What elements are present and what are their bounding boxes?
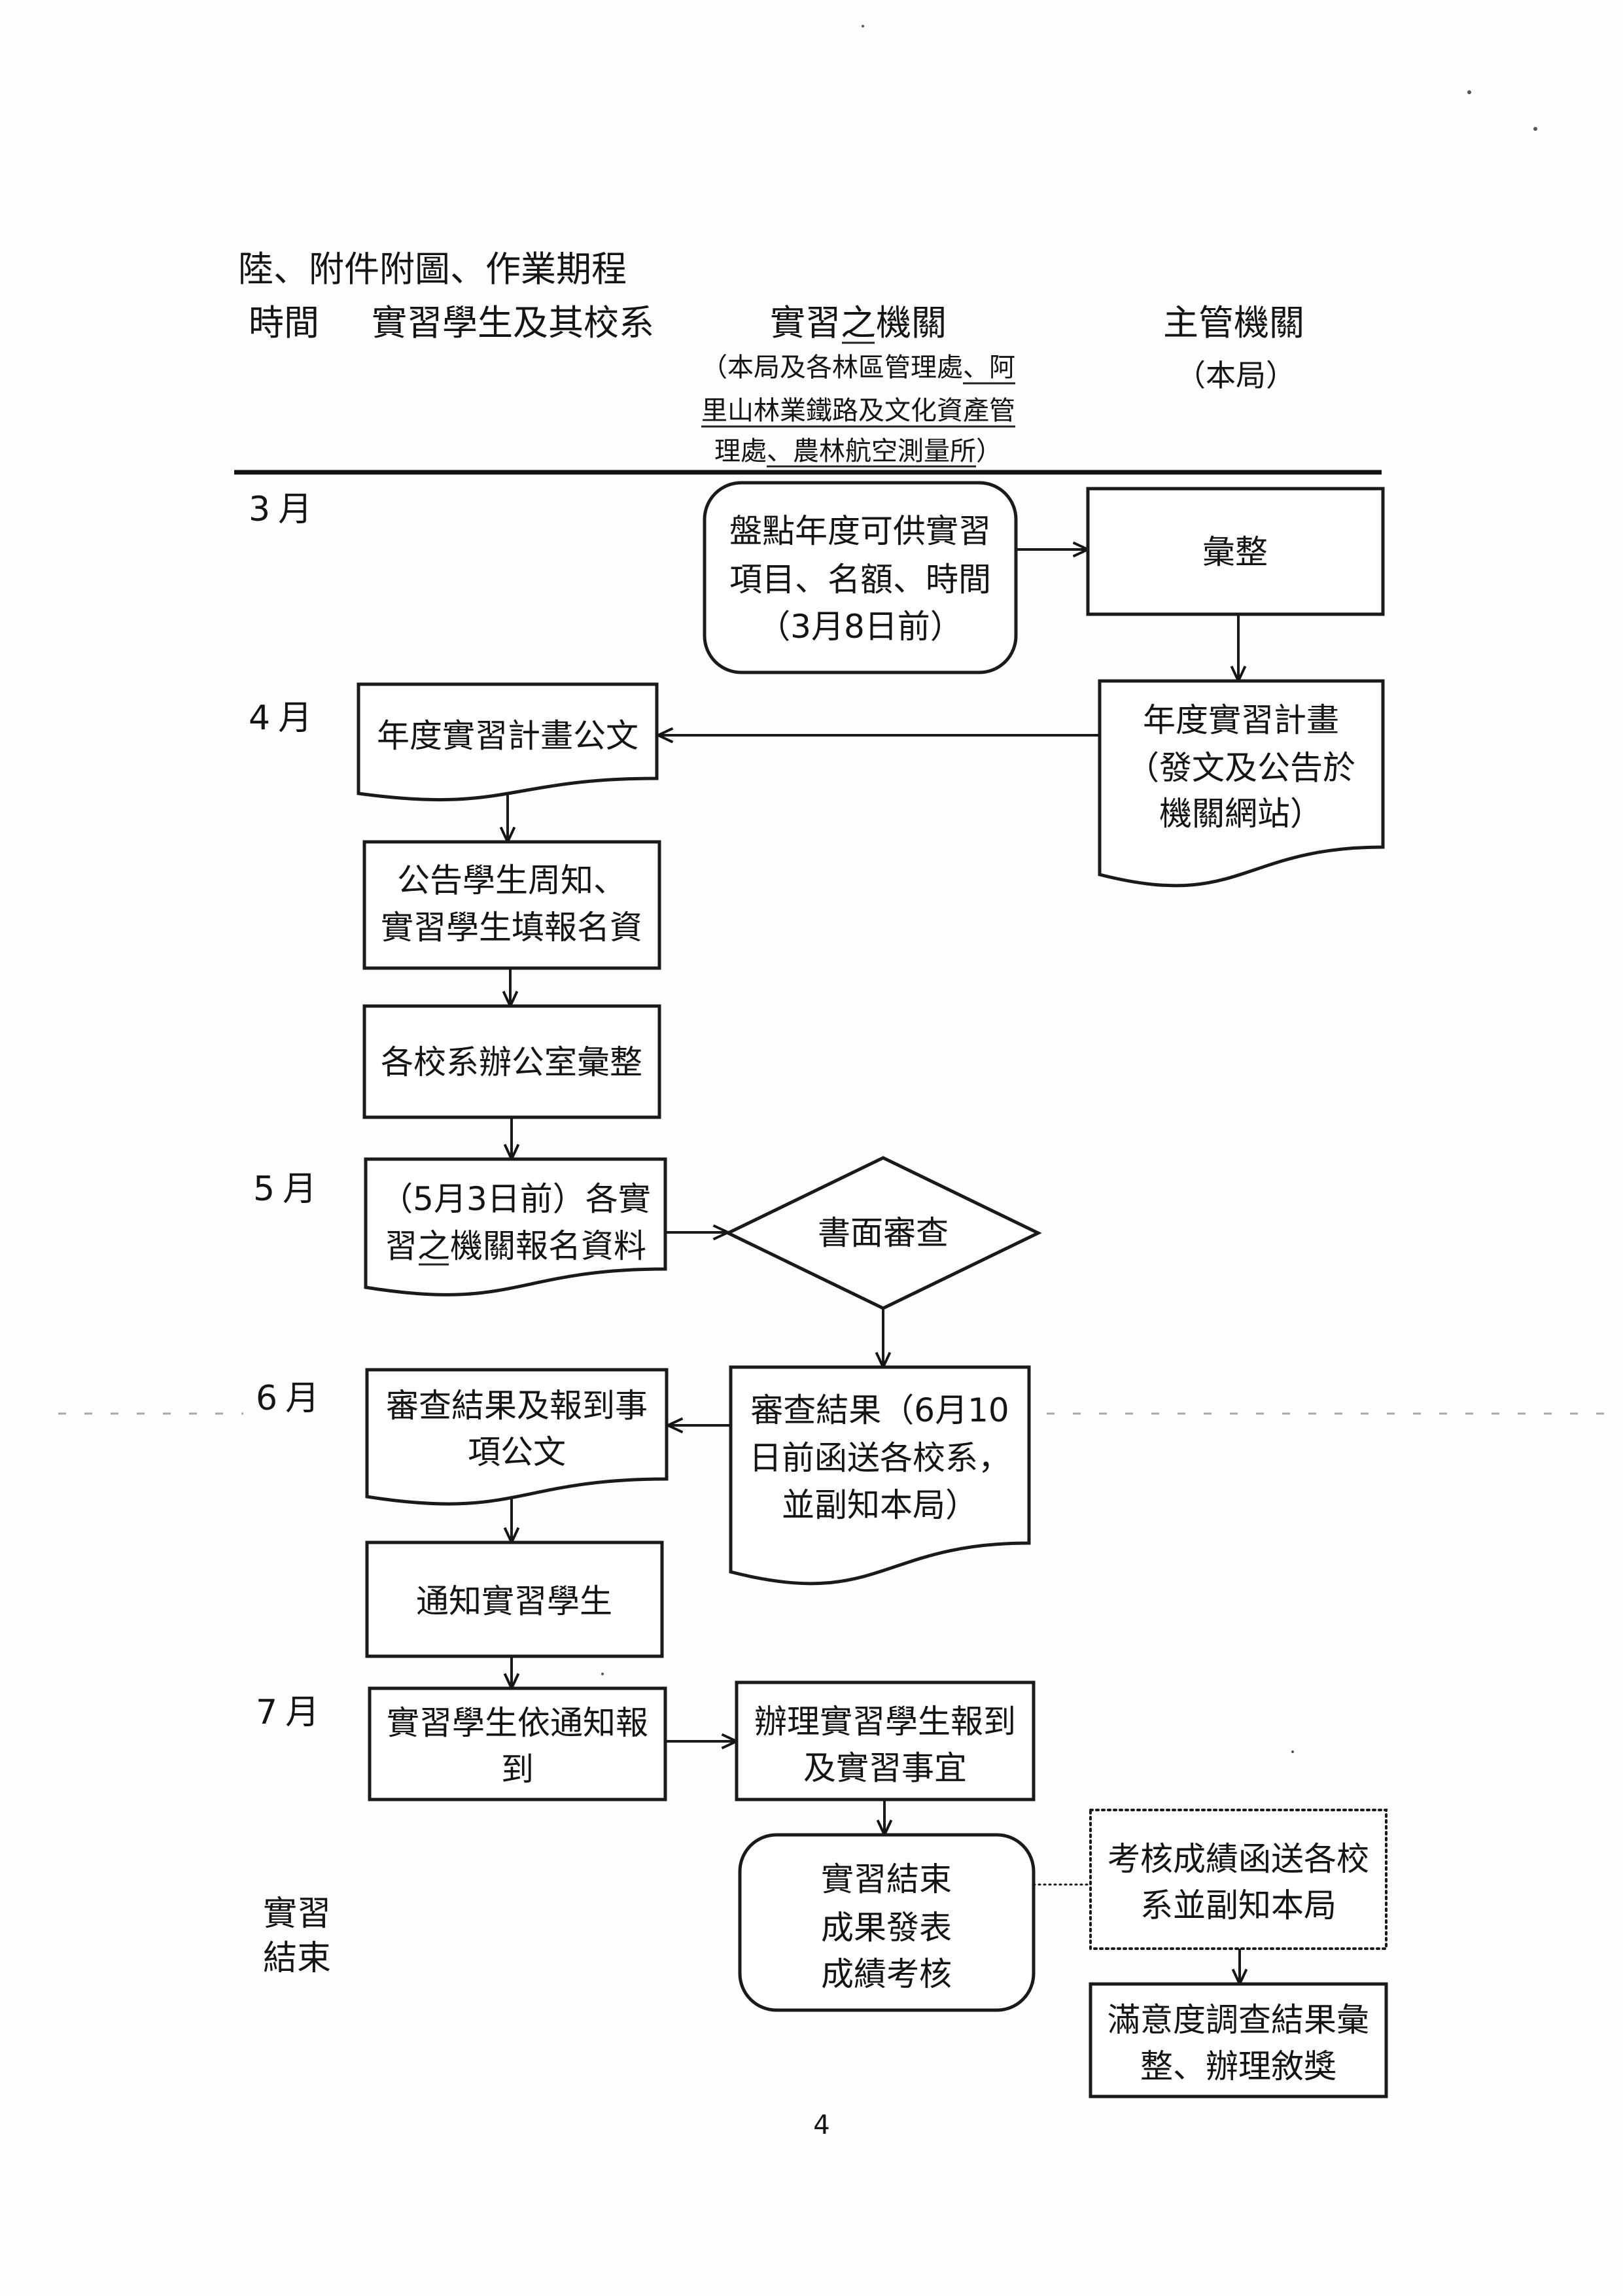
dotted-process-box <box>1089 1809 1387 1950</box>
column-header-authority: 主管機關 <box>1163 302 1304 343</box>
node-text-line: 項目、名額、時間 <box>729 561 991 599</box>
host-agency-note-line: （本局及各林區管理處、阿 <box>701 353 1015 383</box>
month-label-june: 6月 <box>256 1379 327 1418</box>
column-header-time: 時間 <box>249 302 319 343</box>
month-label-may: 5月 <box>253 1170 324 1209</box>
node-text-line: 滿意度調查結果彙 <box>1108 2001 1369 2039</box>
document-box <box>364 1157 667 1296</box>
node-text-line: 審查結果及報到事 <box>386 1387 648 1425</box>
document-box <box>357 682 659 802</box>
node-text-line: 審查結果（6月10 <box>750 1391 1009 1429</box>
node-text-line: 各校系辦公室彙整 <box>381 1043 642 1081</box>
node-text-line: 成績考核 <box>821 1955 952 1993</box>
node-text-line: 盤點年度可供實習 <box>729 512 991 550</box>
node-text-line: 辦理實習學生報到 <box>754 1703 1016 1741</box>
node-text-line: 並副知本局） <box>782 1486 978 1524</box>
host-agency-note-line: 理處、農林航空測量所） <box>714 436 1002 466</box>
node-text-line: 通知實習學生 <box>416 1582 612 1620</box>
node-text-line: （發文及公告於 <box>1126 749 1355 787</box>
process-box <box>735 1680 1036 1801</box>
node-text-line: 公告學生周知、 <box>397 861 626 899</box>
decision-diamond <box>724 1156 1042 1310</box>
node-text-line: 整、辦理敘獎 <box>1140 2047 1336 2085</box>
node-review-result: 審查結果（6月10 日前函送各校系， 並副知本局） <box>729 1365 1031 1586</box>
node-announce: 公告學生周知、 實習學生填報名資 <box>362 840 661 970</box>
process-box <box>368 1686 667 1801</box>
node-submit: （5月3日前）各實 習之機關報名資料 <box>364 1157 667 1296</box>
node-internship-end: 實習結束 成果發表 成績考核 <box>738 1833 1036 2012</box>
process-box <box>362 840 661 970</box>
node-compile: 彙整 <box>1086 487 1385 616</box>
node-text-line: 機關網站） <box>1159 795 1323 833</box>
node-text-line: 彙整 <box>1202 533 1268 571</box>
node-text-line: 實習學生依通知報 <box>387 1704 648 1742</box>
node-report: 實習學生依通知報 到 <box>368 1686 667 1801</box>
node-inventory: 盤點年度可供實習 項目、名額、時間 （3月8日前） <box>703 481 1018 674</box>
host-agency-note-line: 里山林業鐵路及文化資產管 <box>701 396 1015 426</box>
node-satisfaction: 滿意度調查結果彙 整、辦理敘獎 <box>1089 1982 1388 2098</box>
rounded-box <box>703 481 1018 674</box>
internship-end-label: 結束 <box>263 1939 331 1978</box>
node-notify: 通知實習學生 <box>365 1540 664 1658</box>
scan-artifacts <box>58 25 1608 1753</box>
column-header-students: 實習學生及其校系 <box>372 302 654 343</box>
node-text-line: 年度實習計畫公文 <box>377 717 638 755</box>
node-text-line: 實習結束 <box>821 1860 952 1898</box>
connectors <box>508 549 1240 1984</box>
node-text-line: 到 <box>501 1750 534 1788</box>
process-box <box>365 1540 664 1658</box>
node-text-line: 年度實習計畫 <box>1143 701 1339 739</box>
node-text-line: 實習學生填報名資 <box>381 909 642 947</box>
rounded-box <box>738 1833 1036 2012</box>
scan-speck <box>1533 127 1537 131</box>
process-box <box>1089 1982 1388 2098</box>
node-text-line: 系並副知本局 <box>1140 1887 1336 1924</box>
node-text-line: （3月8日前） <box>758 608 963 646</box>
node-result-document: 審查結果及報到事 項公文 <box>365 1368 669 1506</box>
month-label-march: 3月 <box>249 490 320 529</box>
scan-speck <box>601 1673 604 1675</box>
scan-speck <box>1291 1750 1294 1753</box>
process-box <box>362 1004 661 1119</box>
node-grades: 考核成績函送各校 系並副知本局 <box>1089 1809 1387 1950</box>
month-label-april: 4月 <box>249 699 320 738</box>
node-text-line: 成果發表 <box>821 1909 952 1947</box>
month-label-july: 7月 <box>256 1693 327 1732</box>
node-text-line: （5月3日前）各實 <box>380 1180 651 1218</box>
node-school-compile: 各校系辦公室彙整 <box>362 1004 661 1119</box>
node-text-line: 考核成績函送各校 <box>1108 1840 1369 1878</box>
scan-speck <box>1467 90 1471 94</box>
document-box <box>1098 679 1385 888</box>
column-header-host-agency: 實習之機關 <box>770 302 947 343</box>
node-handle: 辦理實習學生報到 及實習事宜 <box>735 1680 1036 1801</box>
scan-speck <box>862 25 864 27</box>
section-title: 陸、附件附圖、作業期程 <box>238 249 627 290</box>
internship-end-label: 實習 <box>263 1894 331 1934</box>
authority-note: （本局） <box>1176 358 1296 393</box>
node-plan-document: 年度實習計畫公文 <box>357 682 659 802</box>
document-box <box>365 1368 669 1506</box>
node-text-line: 習之機關報名資料 <box>385 1227 646 1265</box>
node-text-line: 書面審查 <box>818 1214 949 1252</box>
timeline: 3月 4月 5月 6月 7月 實習 結束 <box>249 490 331 1978</box>
document-box <box>729 1365 1031 1586</box>
page-number: 4 <box>813 2110 829 2140</box>
node-text-line: 及實習事宜 <box>803 1749 967 1787</box>
page-header: 陸、附件附圖、作業期程 時間 實習學生及其校系 實習之機關 （本局及各林區管理處… <box>234 249 1382 475</box>
node-annual-plan: 年度實習計畫 （發文及公告於 機關網站） <box>1098 679 1385 888</box>
node-review: 書面審查 <box>724 1156 1042 1310</box>
node-text-line: 項公文 <box>468 1433 566 1471</box>
node-text-line: 日前函送各校系， <box>749 1439 1011 1477</box>
process-box <box>1086 487 1385 616</box>
